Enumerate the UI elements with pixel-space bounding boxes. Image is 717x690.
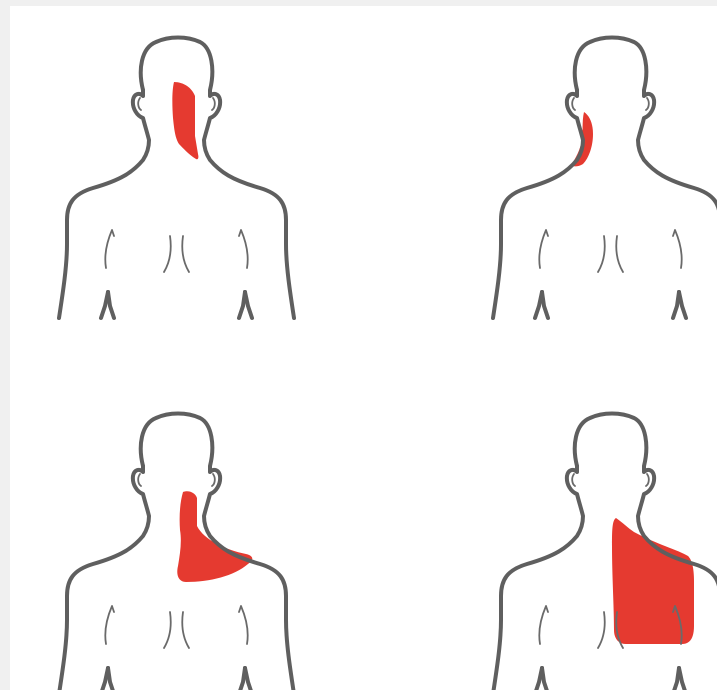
body-figure-2-svg bbox=[462, 30, 717, 330]
left-ear-detail bbox=[138, 98, 141, 110]
body-outline-1 bbox=[59, 38, 294, 319]
right-arm-inner-2 bbox=[673, 292, 679, 318]
body-figure-3-svg bbox=[28, 406, 288, 690]
body-outline-4 bbox=[493, 414, 717, 690]
left-ear-detail bbox=[572, 474, 575, 486]
right-arm-inner-2 bbox=[239, 668, 245, 690]
left-arm-inner-2 bbox=[542, 668, 548, 690]
right-blade-detail bbox=[239, 606, 248, 644]
right-ear-detail bbox=[646, 474, 649, 486]
spine-right-detail bbox=[616, 236, 623, 272]
left-blade-detail bbox=[105, 230, 114, 268]
left-blade-detail bbox=[539, 230, 548, 268]
spine-right-detail bbox=[182, 612, 189, 648]
left-arm-inner-2 bbox=[108, 292, 114, 318]
left-arm-inner-2 bbox=[108, 668, 114, 690]
body-figure-1-svg bbox=[28, 30, 288, 330]
right-arm-inner-2 bbox=[239, 292, 245, 318]
body-figure-4-svg bbox=[462, 406, 717, 690]
left-arm-inner-2 bbox=[542, 292, 548, 318]
left-blade-detail bbox=[539, 606, 548, 644]
right-ear-detail bbox=[212, 474, 215, 486]
spine-left-detail bbox=[164, 236, 171, 272]
left-ear-detail bbox=[572, 98, 575, 110]
body-outline-2 bbox=[493, 38, 717, 319]
body-figure-2 bbox=[462, 30, 717, 330]
spine-right-detail bbox=[182, 236, 189, 272]
pain-area-3 bbox=[177, 491, 252, 582]
left-blade-detail bbox=[105, 606, 114, 644]
head-outline bbox=[141, 38, 294, 319]
pain-area-1 bbox=[172, 82, 198, 159]
left-ear-detail bbox=[138, 474, 141, 486]
body-figure-1 bbox=[28, 30, 288, 330]
neck-left-outline bbox=[493, 466, 583, 690]
body-figure-4 bbox=[462, 406, 717, 690]
right-blade-detail bbox=[239, 230, 248, 268]
spine-left-detail bbox=[598, 612, 605, 648]
right-blade-detail bbox=[673, 230, 682, 268]
right-ear-detail bbox=[212, 98, 215, 110]
right-arm-inner-2 bbox=[673, 668, 679, 690]
spine-left-detail bbox=[164, 612, 171, 648]
neck-left-outline bbox=[493, 90, 583, 318]
neck-left-outline bbox=[59, 466, 149, 690]
diagram-canvas bbox=[10, 6, 717, 690]
right-ear-detail bbox=[646, 98, 649, 110]
body-figure-3 bbox=[28, 406, 288, 690]
neck-left-outline bbox=[59, 90, 149, 318]
spine-left-detail bbox=[598, 236, 605, 272]
body-outline-3 bbox=[59, 414, 294, 690]
head-outline bbox=[575, 38, 717, 319]
